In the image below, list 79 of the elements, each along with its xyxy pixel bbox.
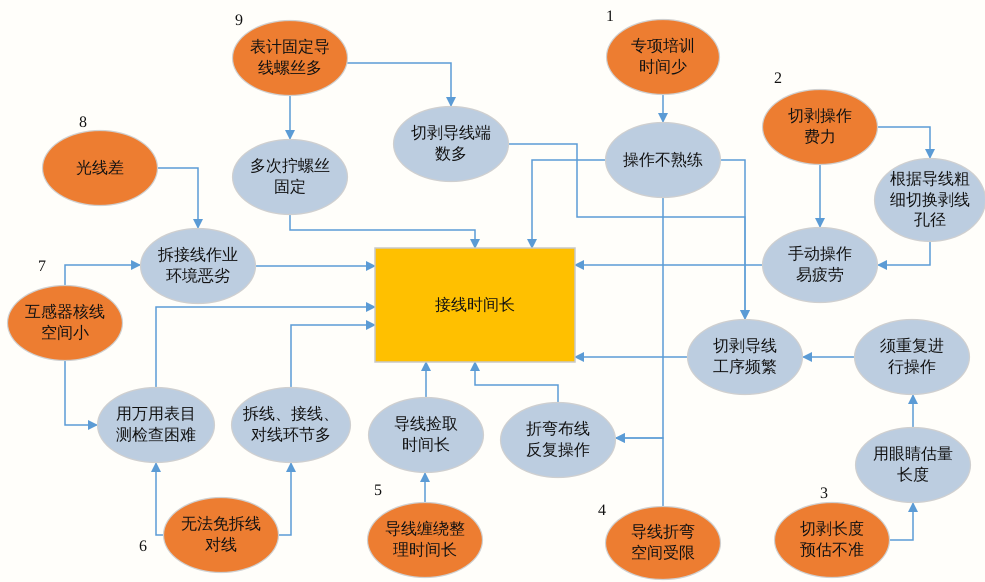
arrow [574, 352, 687, 362]
node-text: 折弯布线反复操作 [524, 419, 591, 461]
callout-number: 5 [374, 482, 382, 500]
cause-ellipse [368, 397, 484, 473]
node-text: 无法免拆线对线 [180, 514, 262, 556]
callout-number: 1 [606, 8, 614, 26]
node-text: 用万用表目测检查困难 [114, 404, 197, 446]
arrow [64, 361, 98, 430]
cause-ellipse [163, 497, 279, 573]
node-text: 互感器核线空间小 [24, 302, 106, 344]
arrow [290, 320, 376, 387]
callout-number: 4 [598, 502, 606, 520]
arrow [155, 302, 376, 387]
node-text: 导线捡取时间长 [392, 414, 459, 456]
arrow [158, 167, 203, 229]
arrow [420, 472, 430, 502]
cause-ellipse [762, 89, 878, 165]
node-text: 手动操作易疲劳 [786, 244, 853, 286]
arrow [658, 95, 668, 123]
node-text: 光线差 [76, 158, 124, 178]
cause-ellipse [762, 227, 878, 303]
arrow [470, 361, 559, 402]
arrow [877, 242, 931, 270]
node-text: 拆接线作业环境恶劣 [156, 245, 239, 287]
cause-ellipse [7, 285, 123, 361]
node-text: 多次拧螺丝固定 [248, 156, 331, 198]
arrow [151, 462, 163, 536]
callout-number: 9 [235, 12, 243, 30]
node-text: 导线折弯空间受限 [630, 522, 696, 564]
arrow [289, 215, 480, 249]
cause-ellipse [42, 130, 158, 206]
process-box [375, 248, 575, 362]
callout-number: 8 [79, 114, 87, 132]
node-text: 须重复进行操作 [878, 336, 945, 378]
cause-ellipse [606, 19, 720, 95]
cause-ellipse [140, 228, 256, 304]
arrow [279, 462, 296, 536]
arrow [574, 260, 762, 270]
node-text: 用眼睛估量长度 [872, 444, 954, 486]
arrow [721, 159, 750, 320]
arrow [421, 361, 431, 397]
callout-number: 3 [820, 485, 828, 503]
arrow [878, 126, 935, 159]
callout-number: 2 [774, 70, 782, 88]
node-text: 切剥导线工序频繁 [712, 336, 778, 378]
arrow [908, 394, 918, 427]
arrow [614, 433, 664, 506]
node-text: 专项培训时间少 [630, 36, 696, 78]
callout-number: 7 [38, 258, 46, 276]
cause-ellipse [774, 502, 890, 578]
node-text: 操作不熟练 [623, 150, 703, 170]
arrow [285, 96, 295, 140]
node-text: 根据导线粗细切换剥线孔径 [888, 168, 971, 232]
node-text: 拆线、接线、对线环节多 [242, 404, 340, 446]
cause-ellipse [855, 427, 971, 503]
cause-ellipse [854, 319, 970, 395]
node-text: 切剥操作费力 [786, 106, 853, 148]
cause-ellipse [687, 319, 803, 395]
cause-ellipse [232, 139, 348, 215]
node-text: 导线缠绕整理时间长 [384, 519, 466, 561]
node-text: 切剥导线端数多 [410, 123, 492, 165]
node-text: 接线时间长 [435, 294, 515, 316]
node-text: 表计固定导线螺丝多 [248, 37, 331, 79]
cause-ellipse [500, 402, 616, 478]
node-text: 切剥长度预估不准 [798, 519, 865, 561]
cause-ellipse [605, 122, 721, 198]
cause-ellipse [367, 502, 483, 578]
arrow [64, 260, 142, 285]
arrow [256, 261, 376, 271]
callout-number: 6 [139, 538, 147, 556]
arrow [527, 159, 605, 249]
arrow [348, 62, 456, 107]
arrow [890, 502, 918, 541]
cause-ellipse [231, 387, 351, 463]
cause-ellipse [393, 106, 509, 182]
arrow [815, 165, 825, 228]
arrow [802, 352, 854, 362]
cause-ellipse [97, 387, 215, 463]
cause-ellipse [605, 506, 721, 580]
